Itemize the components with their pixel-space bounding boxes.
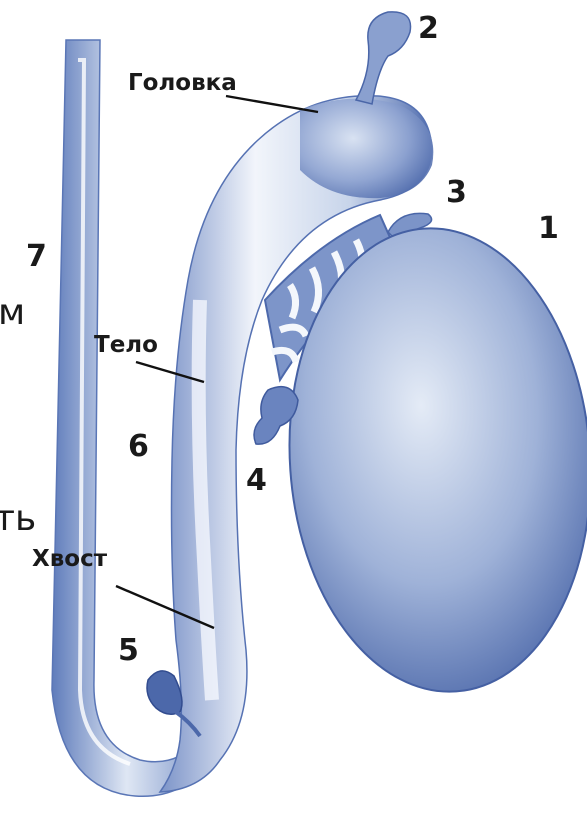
appendix-of-epididymis [356,12,411,104]
number-6: 6 [128,429,149,464]
label-tail: Хвост [32,546,108,572]
leader-line-head [226,96,318,112]
label-head: Головка [128,70,237,96]
label-body: Тело [94,332,158,358]
number-7: 7 [26,239,47,274]
number-3: 3 [446,175,467,210]
number-5: 5 [118,633,139,668]
number-1: 1 [538,211,559,246]
number-2: 2 [418,11,439,46]
edge-text-top: м [0,292,25,333]
edge-text-bottom: ть [0,498,36,539]
number-4: 4 [246,463,267,498]
